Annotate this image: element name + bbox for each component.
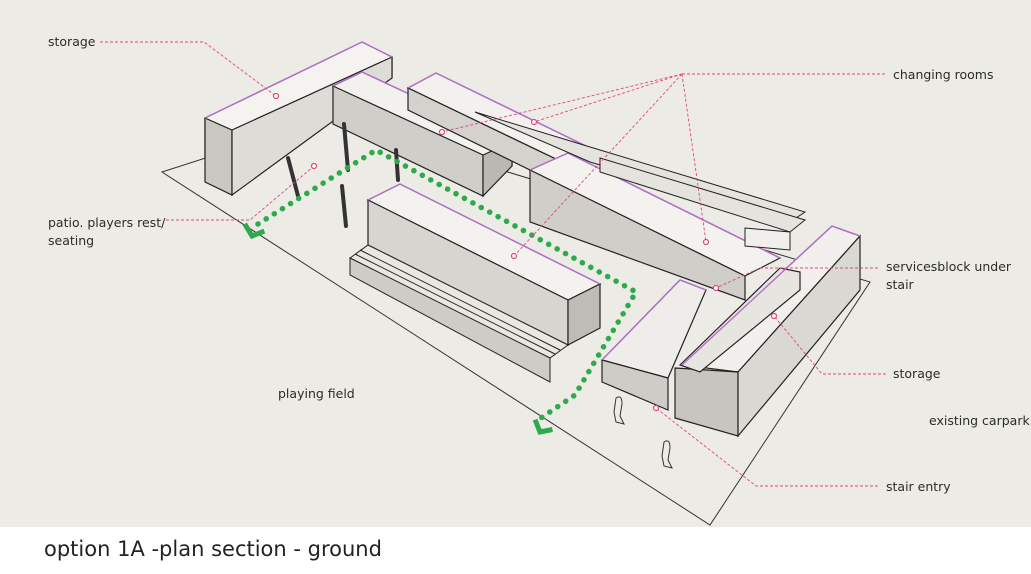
label-patio-line1: patio. players rest/ — [48, 215, 166, 230]
circulation-path — [242, 146, 640, 435]
label-playing-field: playing field — [278, 386, 355, 401]
label-services-line2: stair — [886, 277, 914, 292]
label-patio-line2: seating — [48, 233, 95, 248]
label-changing-rooms: changing rooms — [893, 67, 994, 82]
label-services-line1: servicesblock under — [886, 259, 1012, 274]
columns — [286, 122, 400, 228]
person-figures — [613, 396, 673, 469]
label-stair-entry: stair entry — [886, 479, 951, 494]
seating-block — [366, 183, 602, 346]
leader-endpoints — [272, 92, 778, 412]
changing-block-c — [528, 152, 782, 301]
seating-steps — [349, 244, 569, 383]
label-storage-right: storage — [893, 366, 941, 381]
label-storage-top: storage — [48, 34, 96, 49]
label-existing-carpark: existing carpark — [929, 413, 1030, 428]
building-model — [100, 41, 886, 526]
stair-entry-block — [600, 279, 707, 411]
diagram-canvas: storage changing rooms patio. players re… — [0, 0, 1031, 527]
figure-caption: option 1A -plan section - ground — [44, 537, 382, 561]
services-block — [674, 225, 862, 438]
leader-lines — [100, 41, 886, 487]
ramp-strip — [474, 111, 807, 251]
